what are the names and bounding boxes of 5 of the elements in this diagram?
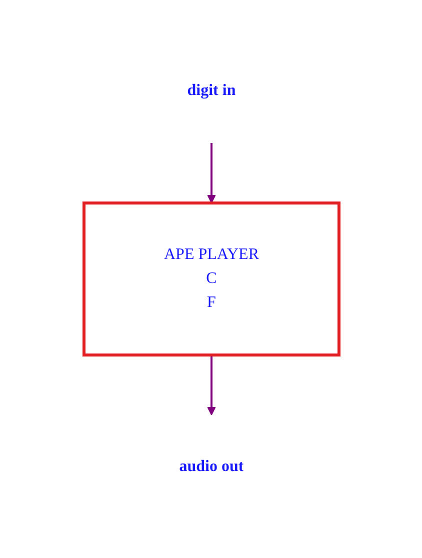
node-box: APE PLAYER C F [82, 202, 340, 356]
node-text: audio out [178, 458, 244, 475]
node-text: digit in [186, 82, 236, 99]
arrow [206, 355, 216, 416]
arrow [206, 143, 216, 204]
